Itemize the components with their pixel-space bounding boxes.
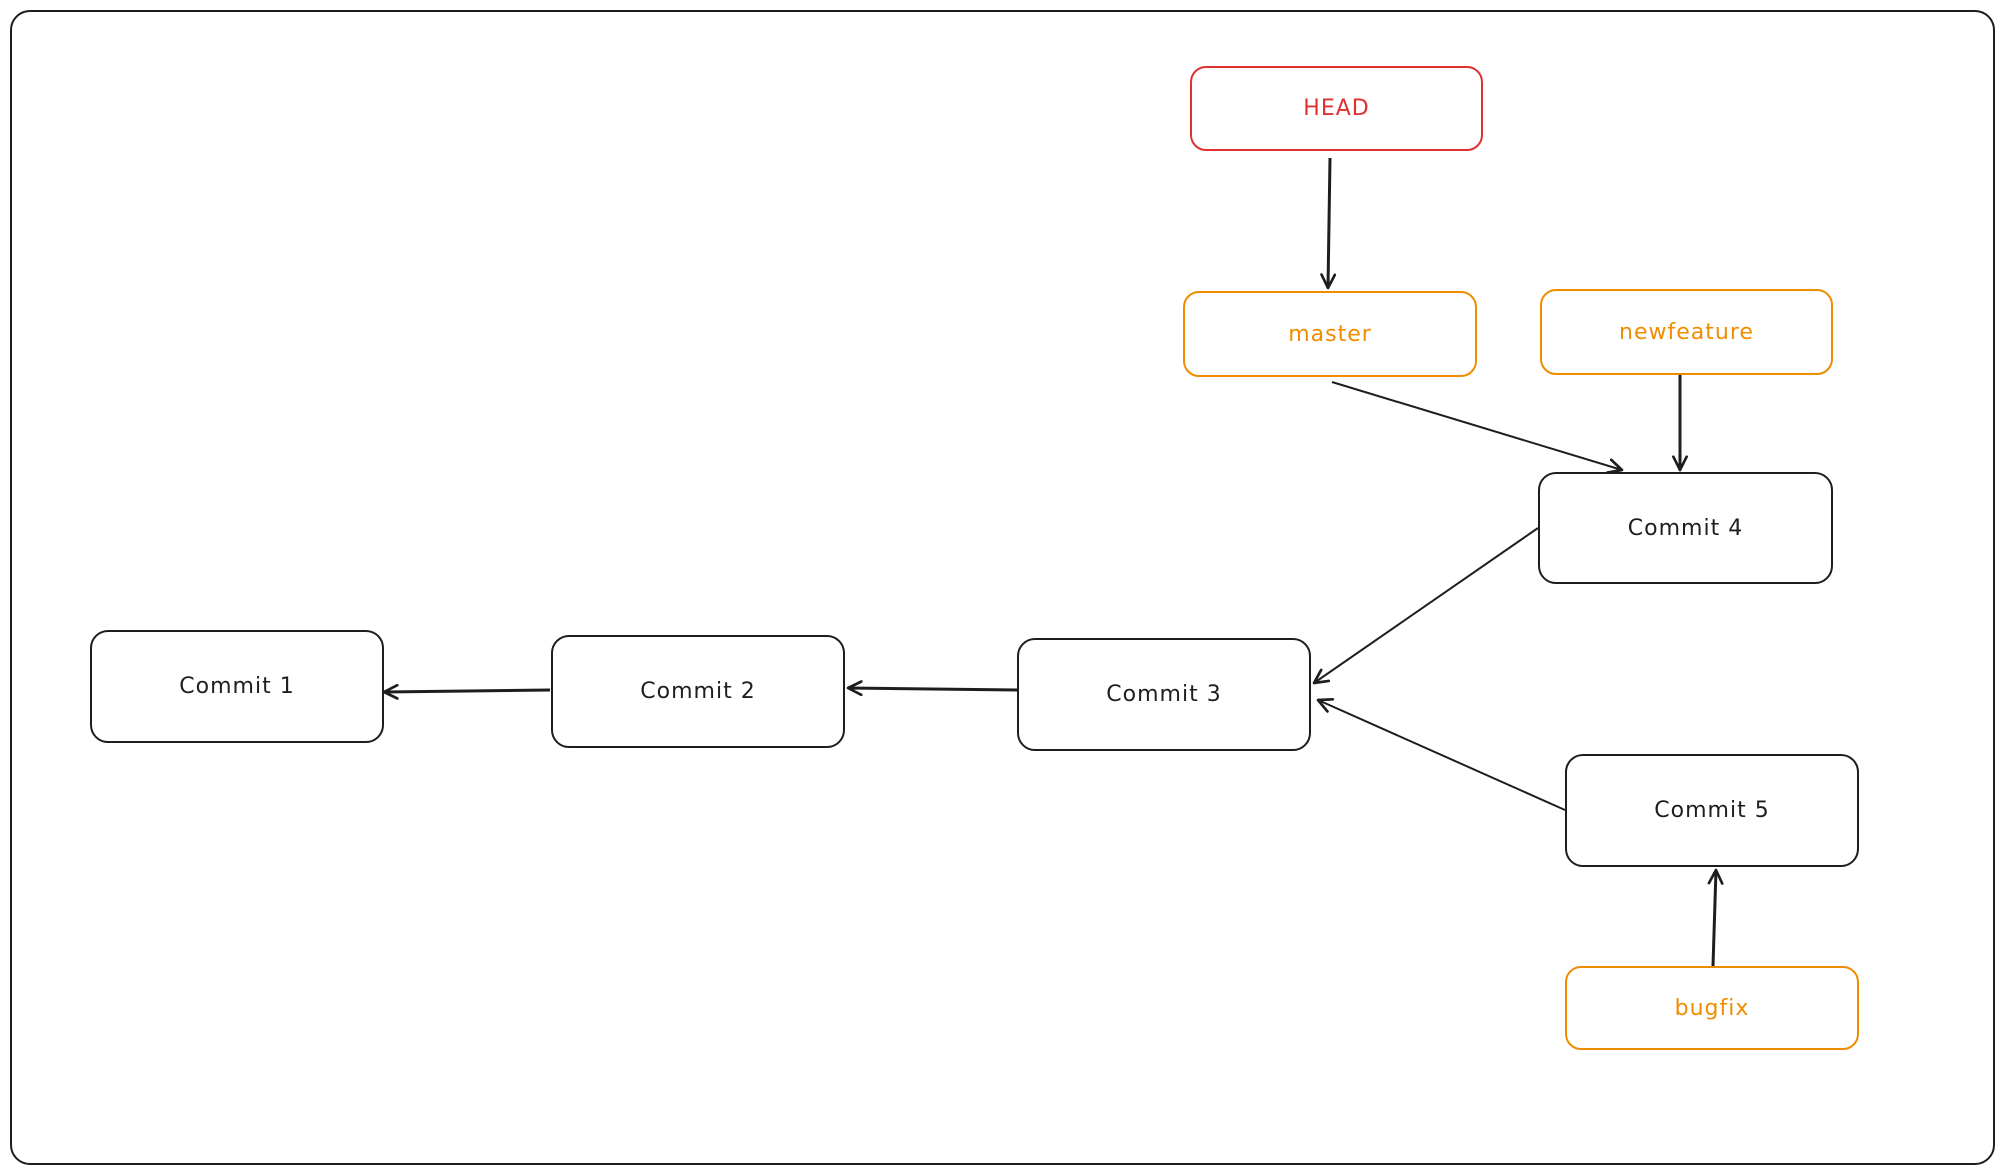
head-label: HEAD	[1303, 96, 1370, 121]
commit-1-label: Commit 1	[179, 674, 295, 699]
commit-2-label: Commit 2	[640, 679, 756, 704]
edge-commit2-to-commit1	[382, 683, 551, 700]
branch-master-label: master	[1288, 321, 1372, 347]
edge-master-to-commit4	[1331, 381, 1624, 474]
branch-bugfix[interactable]: bugfix	[1565, 966, 1859, 1050]
commit-4-label: Commit 4	[1627, 515, 1744, 541]
commit-4[interactable]: Commit 4	[1538, 472, 1833, 584]
diagram-frame	[10, 10, 1995, 1165]
commit-5-label: Commit 5	[1654, 798, 1770, 823]
edge-commit5-to-commit3	[1316, 698, 1566, 811]
head-pointer[interactable]: HEAD	[1190, 66, 1483, 151]
commit-5[interactable]: Commit 5	[1565, 754, 1859, 867]
commit-3[interactable]: Commit 3	[1017, 638, 1311, 751]
commit-2[interactable]: Commit 2	[551, 635, 845, 748]
branch-bugfix-label: bugfix	[1674, 995, 1750, 1021]
edge-bugfix-to-commit5	[1707, 868, 1724, 967]
commit-3-label: Commit 3	[1106, 682, 1222, 707]
edge-commit4-to-commit3	[1312, 527, 1539, 685]
branch-master[interactable]: master	[1183, 291, 1477, 377]
edge-commit3-to-commit2	[846, 680, 1018, 697]
edge-head-to-master	[1320, 157, 1337, 290]
branch-newfeature[interactable]: newfeature	[1540, 289, 1833, 375]
commit-1[interactable]: Commit 1	[90, 630, 384, 743]
branch-newfeature-label: newfeature	[1619, 319, 1754, 345]
